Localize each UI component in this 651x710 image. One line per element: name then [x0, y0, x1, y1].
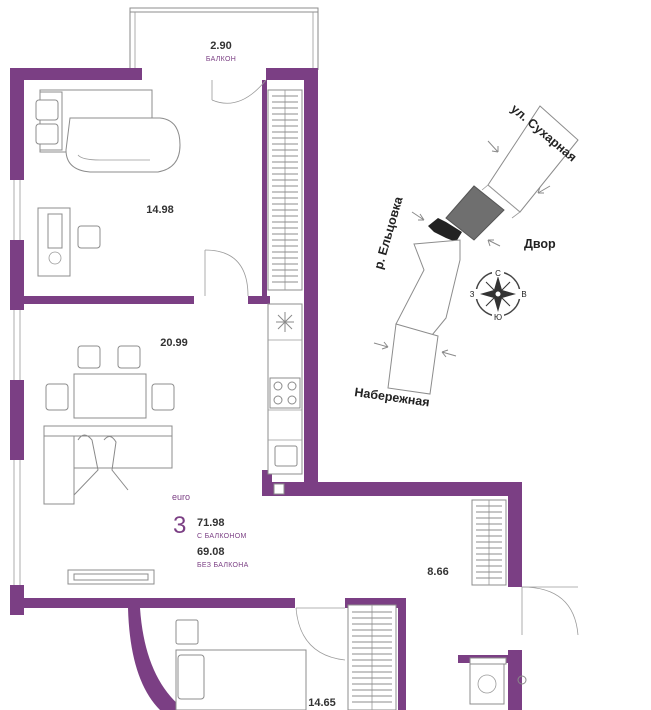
hangers — [476, 505, 502, 579]
bedroom-area: 14.98 — [146, 204, 174, 216]
hangers — [272, 95, 298, 283]
hall: 8.66 — [427, 499, 579, 636]
room-count: 3 — [173, 512, 186, 539]
compass-icon: С В Ю З — [466, 267, 530, 322]
compass-north: С — [495, 269, 501, 278]
balcony-label: БАЛКОН — [206, 56, 236, 63]
with-balcony-label: С БАЛКОНОМ — [197, 533, 247, 540]
bedroom2: 14.65 — [175, 604, 397, 710]
balcony: 2.90 БАЛКОН — [129, 7, 319, 70]
wardrobe — [267, 89, 303, 291]
bedroom2-area: 14.65 — [308, 697, 336, 709]
kitchen-living: 20.99 — [43, 303, 303, 585]
apartment-summary: euro 3 71.98 С БАЛКОНОМ 69.08 БЕЗ БАЛКОН… — [172, 492, 249, 569]
yard-label: Двор — [524, 237, 556, 251]
hall-area: 8.66 — [427, 566, 448, 578]
compass-west: З — [470, 290, 475, 299]
stove — [269, 377, 301, 409]
without-balcony-label: БЕЗ БАЛКОНА — [197, 562, 249, 569]
walls — [10, 68, 522, 710]
bedroom: 14.98 — [35, 79, 267, 297]
kitchen-living-area: 20.99 — [160, 337, 188, 349]
site-plan: ул. Сухарная р. Ельцовка Двор Набережная — [354, 102, 580, 410]
area-without-balcony: 69.08 — [197, 546, 225, 558]
highlighted-building — [445, 185, 505, 241]
balcony-area: 2.90 — [210, 40, 231, 52]
bathroom — [469, 657, 527, 705]
entrance-arrows — [373, 140, 551, 358]
snowflake-icon — [276, 312, 294, 332]
hangers — [352, 611, 392, 703]
format-label: euro — [172, 492, 190, 502]
river-label: р. Ельцовка — [371, 194, 405, 271]
compass-east: В — [521, 290, 526, 299]
area-with-balcony: 71.98 — [197, 517, 225, 529]
compass-south: Ю — [494, 313, 502, 322]
left-windows — [13, 180, 21, 585]
